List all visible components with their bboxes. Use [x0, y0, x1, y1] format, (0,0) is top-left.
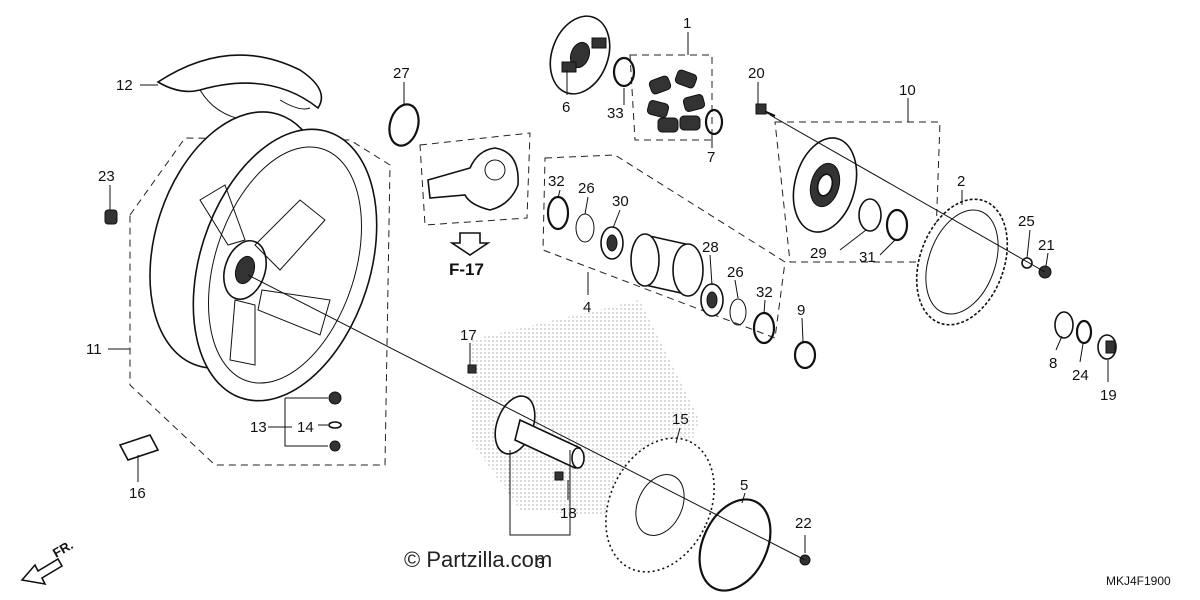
- diagram-code: MKJ4F1900: [1106, 574, 1171, 588]
- callout-20: 20: [748, 65, 765, 82]
- callout-33: 33: [607, 105, 624, 122]
- damper-group-outline: [629, 54, 713, 141]
- bolt-18-part[interactable]: [554, 471, 564, 481]
- seal-32-left-part[interactable]: [546, 195, 570, 231]
- callout-2: 2: [957, 173, 965, 190]
- callout-26-left: 26: [578, 180, 595, 197]
- callout-19: 19: [1100, 387, 1117, 404]
- callout-17: 17: [460, 327, 477, 344]
- callout-18: 18: [560, 505, 577, 522]
- axle-centerline: [247, 274, 806, 561]
- callout-4: 4: [583, 299, 591, 316]
- balance-weight-part[interactable]: [118, 434, 160, 461]
- wheel-rim-part[interactable]: [119, 89, 409, 424]
- callout-30: 30: [612, 193, 629, 210]
- bolt-17-part[interactable]: [467, 364, 477, 374]
- seal-7-part[interactable]: [704, 108, 724, 136]
- tire-part[interactable]: [156, 54, 323, 121]
- seal-33-part[interactable]: [612, 56, 636, 88]
- callout-13: 13: [250, 419, 267, 436]
- callout-32-left: 32: [548, 173, 565, 190]
- circlip-26-right-part[interactable]: [729, 298, 747, 326]
- o-ring-part[interactable]: [385, 101, 423, 149]
- callout-23: 23: [98, 168, 115, 185]
- callout-6: 6: [562, 99, 570, 116]
- rear-axle-hub-part[interactable]: [488, 391, 585, 470]
- caliper-bracket-outline: [419, 132, 531, 226]
- bearing-28-part[interactable]: [700, 283, 724, 317]
- front-direction-label: FR.: [50, 537, 76, 560]
- callout-5: 5: [740, 477, 748, 494]
- bearing-30-part[interactable]: [600, 226, 624, 260]
- caliper-bracket-part[interactable]: [427, 147, 519, 211]
- watermark-text: © Partzilla.com: [404, 547, 552, 572]
- front-direction-arrow: [20, 557, 64, 586]
- circlip-26-left-part[interactable]: [575, 213, 595, 243]
- callout-10: 10: [899, 82, 916, 99]
- callout-28: 28: [702, 239, 719, 256]
- seal-31-part[interactable]: [885, 208, 909, 242]
- callout-12: 12: [116, 77, 133, 94]
- flange-centerline: [769, 114, 1046, 273]
- seal-24-part[interactable]: [1075, 319, 1093, 345]
- callout-24: 24: [1072, 367, 1089, 384]
- bearing-29-part[interactable]: [858, 198, 882, 232]
- valve-stem-part[interactable]: [104, 209, 118, 225]
- reference-label: F-17: [449, 260, 484, 279]
- damper-holder-part[interactable]: [540, 8, 620, 102]
- callout-25: 25: [1018, 213, 1035, 230]
- callout-21: 21: [1038, 237, 1055, 254]
- collar-9-part[interactable]: [793, 340, 817, 370]
- callout-16: 16: [129, 485, 146, 502]
- callout-27: 27: [393, 65, 410, 82]
- final-driven-sprocket-part[interactable]: [900, 187, 1023, 338]
- callout-14: 14: [297, 419, 314, 436]
- leader-lines: [108, 32, 1109, 553]
- driven-flange-part[interactable]: [784, 131, 867, 239]
- collar-8-part[interactable]: [1054, 311, 1074, 339]
- wheel-damper-part[interactable]: [646, 69, 706, 133]
- callout-29: 29: [810, 245, 827, 262]
- callout-1: 1: [683, 15, 691, 32]
- cover-5-part[interactable]: [686, 488, 785, 600]
- seal-32-right-part[interactable]: [752, 311, 776, 345]
- callout-11: 11: [86, 341, 102, 358]
- flange-bolt-part[interactable]: [755, 103, 776, 118]
- distance-collar-part[interactable]: [630, 233, 704, 297]
- callout-9: 9: [797, 302, 805, 319]
- callout-15: 15: [672, 411, 689, 428]
- callout-22: 22: [795, 515, 812, 532]
- callout-7: 7: [707, 149, 715, 166]
- callout-8: 8: [1049, 355, 1057, 372]
- weight-fastener-parts[interactable]: [328, 391, 342, 452]
- callout-26-right: 26: [727, 264, 744, 281]
- reference-arrow: [449, 232, 491, 256]
- callout-31: 31: [859, 249, 876, 266]
- callout-32-right: 32: [756, 284, 773, 301]
- callout-3: 3: [536, 555, 544, 572]
- axle-nut-19-part[interactable]: [1097, 334, 1117, 360]
